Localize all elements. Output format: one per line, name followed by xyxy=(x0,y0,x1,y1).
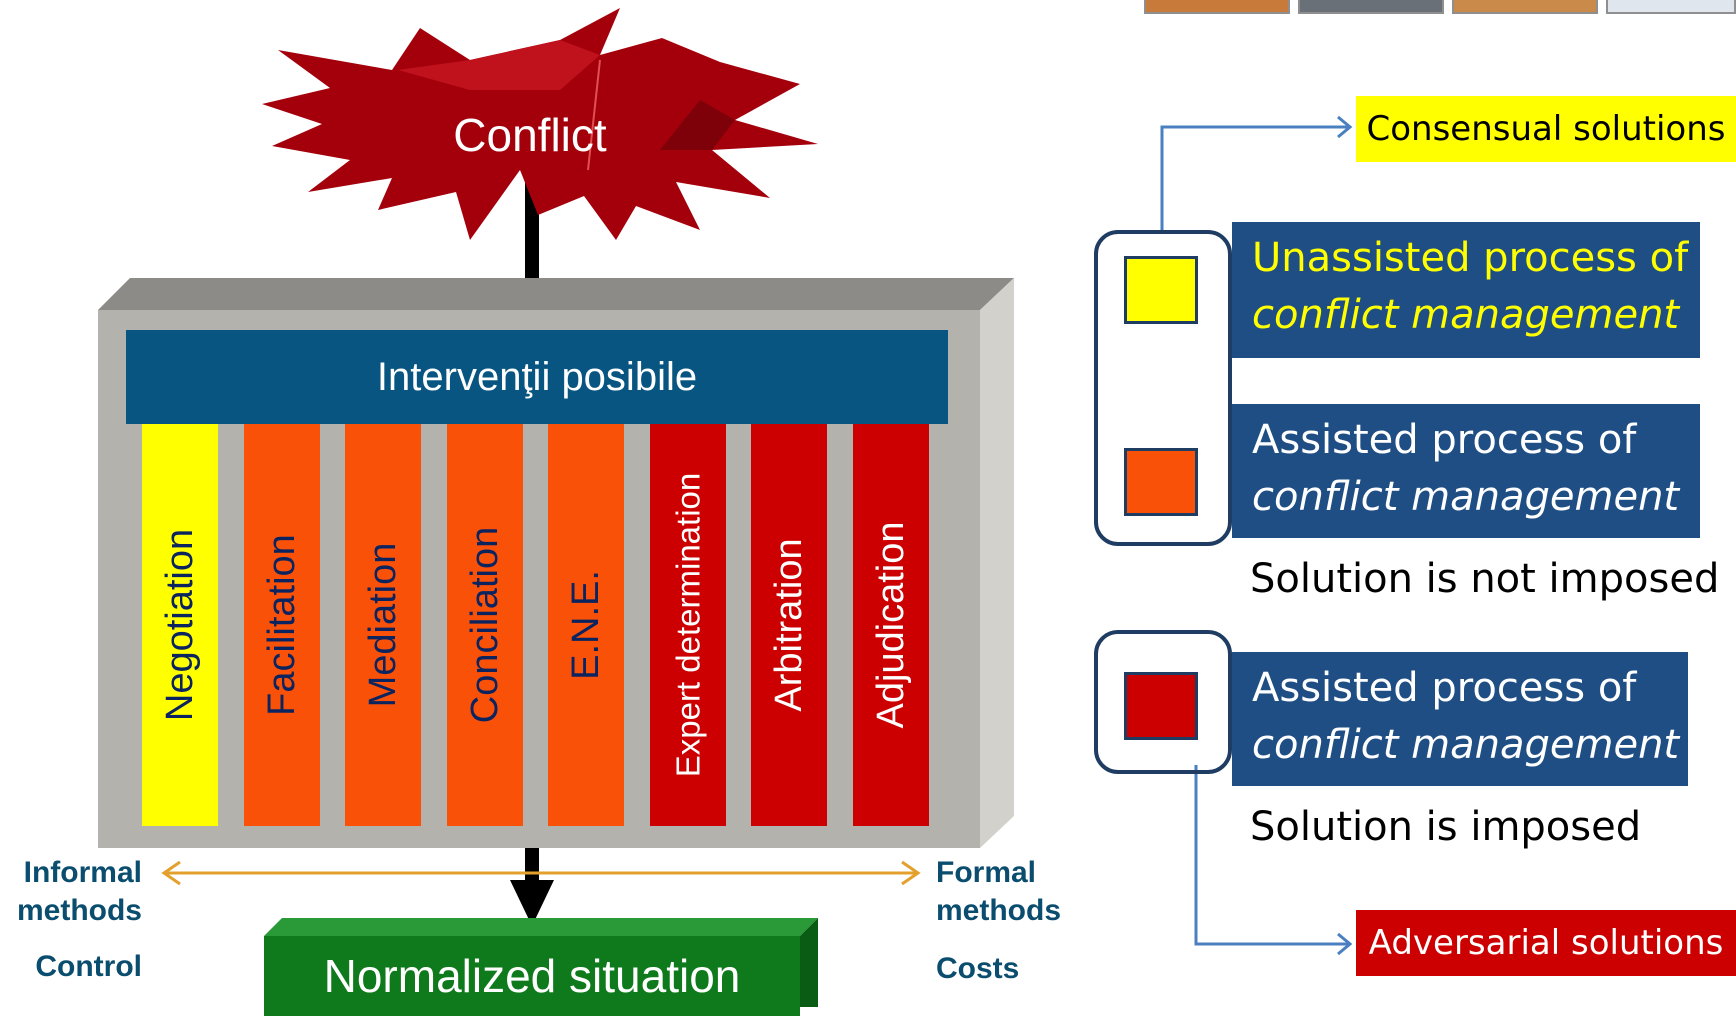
method-label: Mediation xyxy=(362,542,404,708)
assisted-orange-line2: conflict management xyxy=(1252,474,1680,520)
outcome-top-face xyxy=(264,918,818,936)
method-bar-negotiation: Negotiation xyxy=(142,424,218,826)
assisted-orange-line1: Assisted process of xyxy=(1252,417,1637,463)
method-label: Expert determination xyxy=(669,472,707,778)
legend-connectors xyxy=(1160,115,1353,956)
imposed-note: Solution is imposed xyxy=(1250,804,1642,850)
method-label: Conciliation xyxy=(464,526,506,724)
assisted-red-box: Assisted process of conflict management xyxy=(1232,652,1688,786)
method-bar-arbitration: Arbitration xyxy=(751,424,827,826)
assisted-red-line1: Assisted process of xyxy=(1252,665,1637,711)
outcome-right-face xyxy=(800,918,818,1007)
method-label: Arbitration xyxy=(768,538,810,712)
unassisted-line1: Unassisted process of xyxy=(1252,235,1689,281)
method-label: E.N.E. xyxy=(565,570,607,680)
group-bracket-adversarial xyxy=(1094,630,1232,774)
method-label: Negotiation xyxy=(159,528,201,722)
method-label: Facilitation xyxy=(261,534,303,716)
normalized-situation-box: Normalized situation xyxy=(264,936,800,1016)
yellow-swatch xyxy=(1124,256,1198,324)
thumbnail-4 xyxy=(1606,0,1736,14)
method-bar-expert-determination: Expert determination xyxy=(650,424,726,826)
panel-top-face xyxy=(98,278,1014,310)
formal-methods-label: Formal methods xyxy=(936,856,1062,927)
thumbnail-2 xyxy=(1298,0,1444,14)
method-bar-adjudication: Adjudication xyxy=(853,424,929,826)
conflict-label: Conflict xyxy=(453,109,607,161)
flow-arrowhead xyxy=(510,880,554,926)
method-bar-conciliation: Conciliation xyxy=(447,424,523,826)
thumbnail-1 xyxy=(1144,0,1290,14)
costs-label: Costs xyxy=(936,952,1020,985)
orange-swatch xyxy=(1124,448,1198,516)
method-bar-facilitation: Facilitation xyxy=(244,424,320,826)
method-bar-e-n-e: E.N.E. xyxy=(548,424,624,826)
method-label: Adjudication xyxy=(870,521,912,729)
assisted-red-line2: conflict management xyxy=(1252,722,1680,768)
consensual-solutions-tag: Consensual solutions xyxy=(1356,96,1736,162)
scale-arrow xyxy=(161,860,921,886)
control-label: Control xyxy=(35,950,142,983)
adversarial-solutions-tag: Adversarial solutions xyxy=(1356,910,1736,976)
panel-right-face xyxy=(980,278,1014,848)
thumbnail-3 xyxy=(1452,0,1598,14)
informal-methods-label: Informal methods xyxy=(16,856,142,927)
unassisted-process-box: Unassisted process of conflict managemen… xyxy=(1232,222,1700,358)
interventions-title: Intervenţii posibile xyxy=(126,330,948,424)
not-imposed-note: Solution is not imposed xyxy=(1250,556,1720,602)
conflict-burst xyxy=(262,8,818,240)
assisted-orange-box: Assisted process of conflict management xyxy=(1232,404,1700,538)
unassisted-line2: conflict management xyxy=(1252,292,1680,338)
group-bracket-consensual xyxy=(1094,230,1232,546)
method-bar-mediation: Mediation xyxy=(345,424,421,826)
red-swatch xyxy=(1124,672,1198,740)
